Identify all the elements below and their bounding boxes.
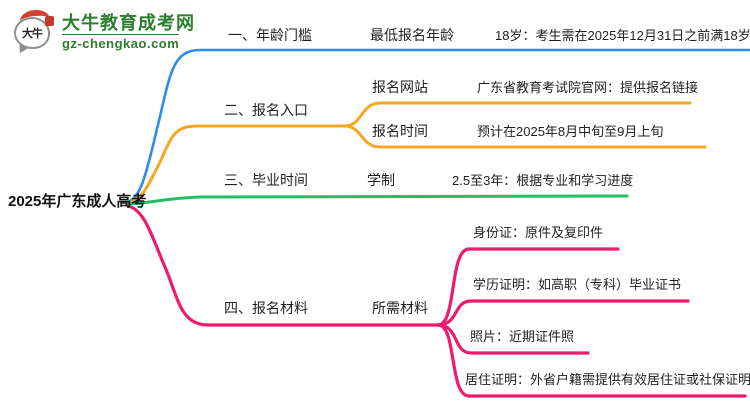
daniu-speech-bubble-icon: 大牛 [12,8,56,56]
branch4-child-label: 所需材料 [372,300,428,316]
branch4-label: 四、报名材料 [224,300,308,316]
brand-logo: 大牛 大牛教育成考网 gz-chengkao.com [12,8,195,56]
branch4-leaf-idcard: 身份证：原件及复印件 [473,225,604,240]
branch1-child-label: 最低报名年龄 [370,27,454,43]
branch3-lines [126,194,629,206]
branch1-lines [126,48,750,204]
branch3-child-label: 学制 [367,172,395,188]
red-seal-icon [45,16,54,26]
brand-domain: gz-chengkao.com [62,34,180,51]
seal-characters: 大牛 [22,26,43,40]
branch1-label: 一、年龄门槛 [228,27,312,43]
branch4-leaf-residence: 居住证明：外省户籍需提供有效居住证或社保证明 [465,372,750,387]
branch2-lines [126,101,707,205]
branch1-leaf: 18岁：考生需在2025年12月31日之前满18岁 [495,28,750,43]
branch4-leaf-diploma: 学历证明：如高职（专科）毕业证书 [473,277,682,292]
bubble-tail [17,44,29,56]
branch2-child2-label: 报名时间 [372,123,428,139]
branch4-lines [126,204,747,398]
branch2-child1-label: 报名网站 [372,79,428,95]
brand-name: 大牛教育成考网 [62,13,195,33]
root-node: 2025年广东成人高考 [8,193,147,210]
branch3-leaf: 2.5至3年：根据专业和学习进度 [452,173,634,188]
branch2-label: 二、报名入口 [224,102,308,118]
branch2-child1-leaf: 广东省教育考试院官网：提供报名链接 [477,80,699,95]
branch3-label: 三、毕业时间 [224,172,308,188]
branch2-child2-leaf: 预计在2025年8月中旬至9月上旬 [477,124,664,139]
branch4-leaf-photo: 照片：近期证件照 [470,329,575,344]
